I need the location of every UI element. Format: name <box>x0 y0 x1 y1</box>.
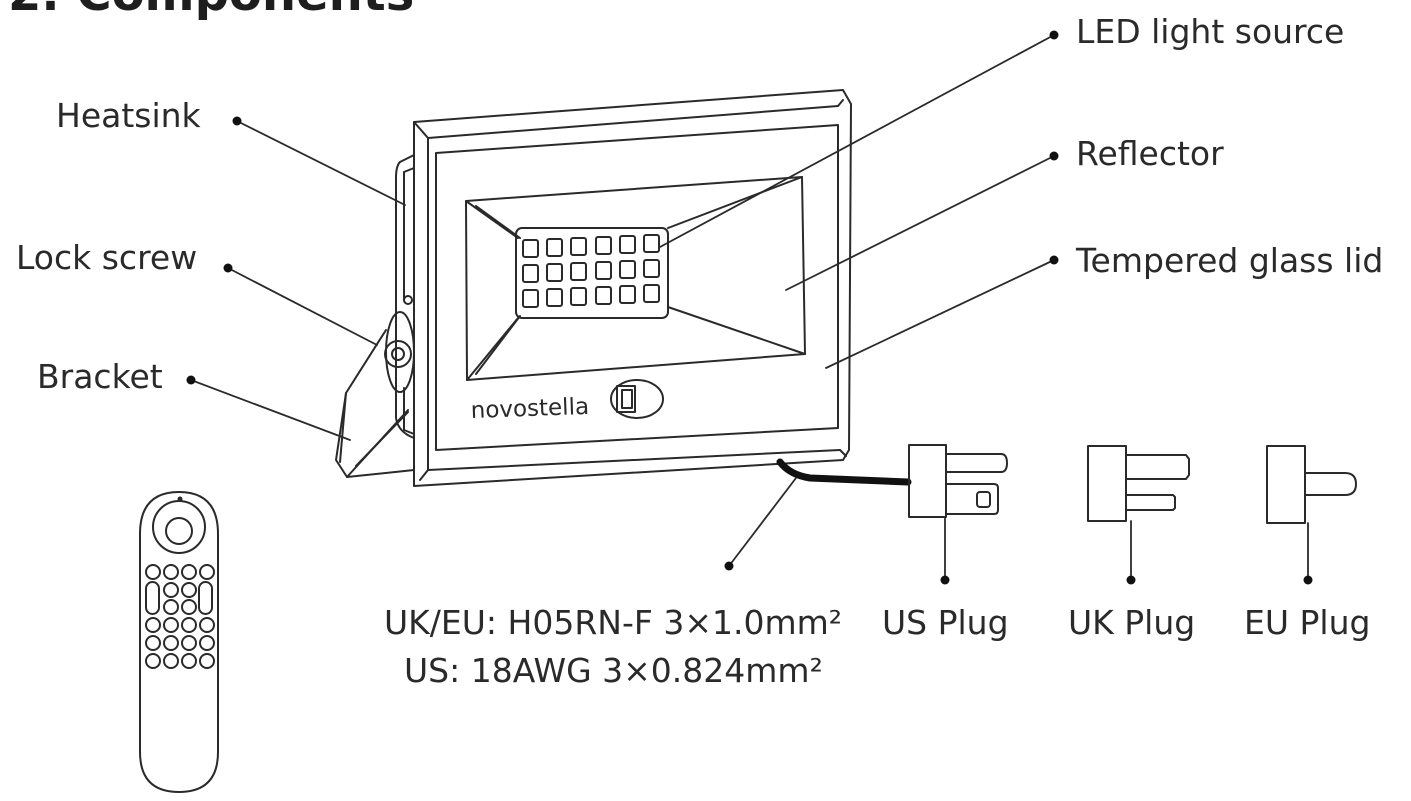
label-us-plug: US Plug <box>882 603 1009 642</box>
power-cord <box>776 458 912 486</box>
sensor-window <box>610 379 664 419</box>
leader-cable <box>728 477 797 567</box>
led-chip-grid <box>522 234 660 308</box>
us-plug-drawing <box>908 444 1008 518</box>
leader-bracket <box>190 379 351 441</box>
lock-screw <box>384 295 413 368</box>
front-frame <box>413 89 852 487</box>
leader-led-light-source <box>659 34 1055 248</box>
page-heading: 2. Components <box>8 0 414 18</box>
cable-spec-uk-eu: UK/EU: H05RN-F 3×1.0mm² <box>384 603 842 642</box>
tempered-glass-lid <box>435 124 839 451</box>
leader-dots <box>186 30 1313 585</box>
floodlight <box>335 89 912 487</box>
label-tempered-glass-lid: Tempered glass lid <box>1076 241 1384 280</box>
leader-heatsink <box>236 120 406 206</box>
label-eu-plug: EU Plug <box>1244 603 1371 642</box>
remote-button-grid <box>145 564 215 669</box>
reflector <box>465 176 806 381</box>
heatsink-housing <box>395 154 415 439</box>
leader-reflector <box>785 155 1055 291</box>
label-uk-plug: UK Plug <box>1068 603 1196 642</box>
uk-plug-drawing <box>1087 445 1190 522</box>
label-lock-screw: Lock screw <box>16 238 198 277</box>
bracket <box>335 311 415 478</box>
eu-plug-drawing <box>1266 445 1357 524</box>
remote-control <box>139 491 219 793</box>
label-reflector: Reflector <box>1076 134 1224 173</box>
leader-lines <box>190 34 1309 581</box>
label-led-light-source: LED light source <box>1076 12 1345 51</box>
led-light-source <box>515 227 669 319</box>
cable-spec-us: US: 18AWG 3×0.824mm² <box>404 651 823 690</box>
brand-logotype: novostella <box>470 394 589 424</box>
leader-lock-screw <box>227 267 378 346</box>
label-heatsink: Heatsink <box>56 96 201 135</box>
label-bracket: Bracket <box>37 357 163 396</box>
leader-tempered-glass-lid <box>825 259 1055 369</box>
